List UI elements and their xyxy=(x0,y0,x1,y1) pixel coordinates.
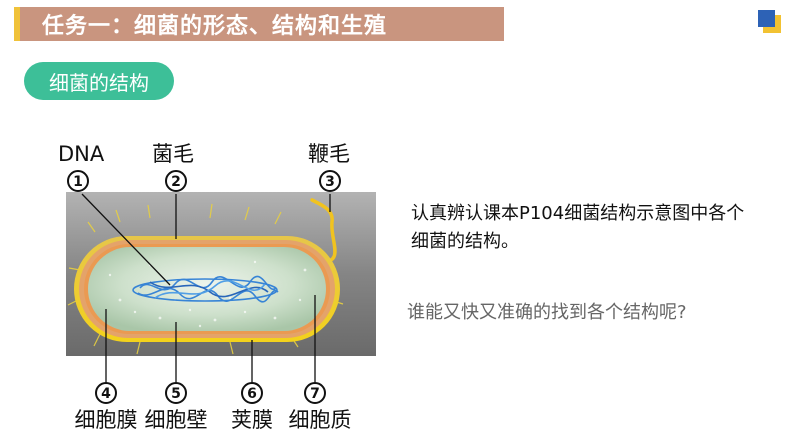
marker-4: 4 xyxy=(95,382,117,404)
leader-lines xyxy=(81,193,331,386)
marker-5: 5 xyxy=(165,382,187,404)
dna-nucleoid xyxy=(132,275,279,303)
label-flagellum: 鞭毛 xyxy=(308,142,350,166)
label-cytoplasm: 细胞质 xyxy=(289,408,352,432)
marker-6: 6 xyxy=(241,382,263,404)
label-capsule: 荚膜 xyxy=(231,408,273,432)
svg-text:7: 7 xyxy=(310,386,320,402)
title-accent xyxy=(14,7,20,41)
marker-7: 7 xyxy=(304,382,326,404)
label-wall: 细胞壁 xyxy=(145,408,208,432)
label-membrane: 细胞膜 xyxy=(75,408,138,432)
page-title: 任务一：细菌的形态、结构和生殖 xyxy=(42,14,388,39)
marker-1: 1 xyxy=(67,170,89,192)
section-heading: 细菌的结构 xyxy=(24,62,174,100)
svg-text:1: 1 xyxy=(73,174,83,190)
label-dna: DNA xyxy=(58,142,105,166)
marker-2: 2 xyxy=(165,170,187,192)
label-pili: 菌毛 xyxy=(152,142,194,166)
svg-text:2: 2 xyxy=(171,174,181,190)
question-text: 谁能又快又准确的找到各个结构呢? xyxy=(407,302,687,323)
svg-text:3: 3 xyxy=(325,174,335,190)
marker-3: 3 xyxy=(319,170,341,192)
svg-text:4: 4 xyxy=(101,386,111,402)
title-bar: 任务一：细菌的形态、结构和生殖 xyxy=(14,7,504,41)
corner-decoration-icon xyxy=(758,10,782,34)
svg-text:6: 6 xyxy=(247,386,257,402)
flagellum xyxy=(310,198,337,264)
instruction-text: 认真辨认课本P104细菌结构示意图中各个细菌的结构。 xyxy=(411,203,745,252)
svg-text:5: 5 xyxy=(171,386,181,402)
